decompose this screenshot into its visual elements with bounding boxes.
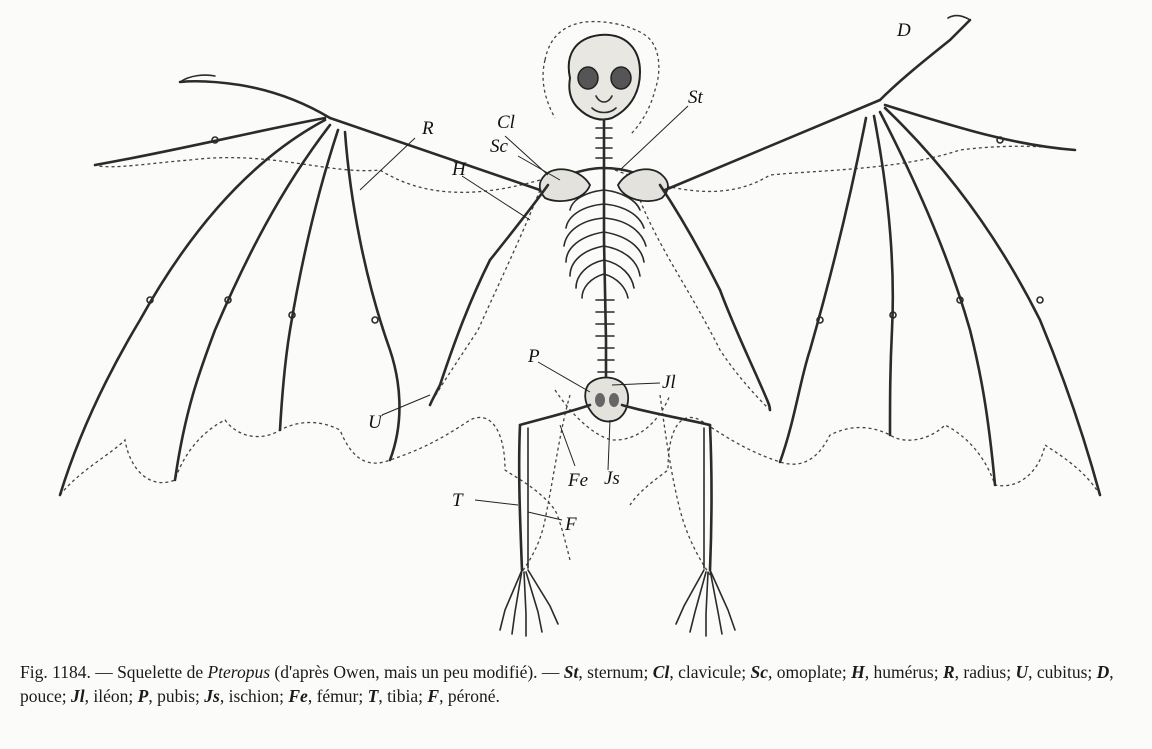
legend-name: , radius; — [955, 662, 1016, 682]
right-wing-membrane — [615, 146, 1100, 505]
left-wing-membrane — [60, 158, 570, 560]
legend-name: , ischion; — [220, 686, 289, 706]
right-wing-bones — [660, 16, 1100, 495]
legend-name: , péroné. — [439, 686, 500, 706]
legend-abbr: Jl — [71, 686, 85, 706]
legend-abbr: U — [1015, 662, 1028, 682]
caption-title-pre: Squelette de — [117, 662, 207, 682]
label-femur: Fe — [567, 470, 588, 491]
legend-name: , fémur; — [308, 686, 368, 706]
legend-abbr: H — [851, 662, 865, 682]
figure-caption: Fig. 1184. — Squelette de Pteropus (d'ap… — [20, 660, 1140, 708]
label-ileon: Jl — [662, 372, 676, 393]
label-clavicule: Cl — [497, 112, 515, 133]
caption-genus: Pteropus — [207, 662, 270, 682]
legend-name: , sternum; — [578, 662, 652, 682]
caption-fig-number: Fig. 1184. — [20, 662, 91, 682]
caption-title-post: (d'après Owen, mais un peu modifié). — — [270, 662, 564, 682]
legend-abbr: R — [943, 662, 955, 682]
legend-abbr: F — [427, 686, 439, 706]
label-pubis: P — [527, 346, 540, 367]
legend-name: , clavicule; — [669, 662, 750, 682]
legend-abbr: Sc — [750, 662, 768, 682]
legend-name: , cubitus; — [1028, 662, 1097, 682]
label-tibia: T — [452, 490, 464, 511]
legend-abbr: Cl — [653, 662, 670, 682]
label-radius: R — [421, 118, 434, 139]
label-humerus: H — [451, 159, 467, 180]
label-sternum: St — [688, 87, 704, 108]
label-pouce: D — [896, 20, 911, 41]
left-wing-bones — [60, 75, 548, 495]
legend-abbr: Js — [204, 686, 220, 706]
legend-abbr: T — [368, 686, 379, 706]
label-omoplate: Sc — [490, 136, 509, 157]
legend-name: , iléon; — [85, 686, 138, 706]
caption-dash: — — [91, 662, 117, 682]
spine — [596, 120, 614, 390]
skeleton-drawing: D R Cl St Sc H P Jl U Fe Js T F — [0, 0, 1152, 655]
bat-skeleton-figure: D R Cl St Sc H P Jl U Fe Js T F — [0, 0, 1152, 655]
label-perone: F — [564, 514, 577, 535]
leader-lines — [360, 106, 688, 520]
legend-name: , humérus; — [865, 662, 943, 682]
legend-abbr: Fe — [288, 686, 307, 706]
legend-abbr: P — [138, 686, 149, 706]
legend-abbr: St — [564, 662, 579, 682]
right-leg — [622, 405, 735, 636]
legend-name: , omoplate; — [768, 662, 851, 682]
legend-name: , tibia; — [378, 686, 427, 706]
label-ischion: Js — [604, 468, 620, 489]
skull — [569, 35, 640, 120]
legend-abbr: D — [1097, 662, 1110, 682]
legend-name: , pubis; — [148, 686, 204, 706]
label-cubitus: U — [368, 412, 383, 433]
